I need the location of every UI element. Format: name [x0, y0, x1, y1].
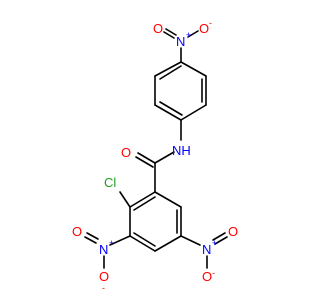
amide-group: O NH — [121, 143, 191, 160]
chloro-group: Cl — [104, 175, 116, 190]
oxygen-atom-label: O — [228, 224, 238, 239]
bond — [214, 236, 228, 245]
oxygen-atom-label: O — [153, 21, 163, 36]
nitrogen-atom-label: N — [99, 242, 108, 257]
bond — [154, 235, 182, 252]
bond — [154, 104, 182, 121]
oxygen-atom-label: O — [199, 21, 209, 36]
oxygen-atom-label: O — [202, 269, 212, 284]
bond — [163, 31, 175, 39]
bond — [159, 101, 183, 116]
bond-lines — [84, 28, 228, 269]
negative-charge-label: - — [209, 18, 212, 28]
bond — [159, 65, 182, 80]
amide-nh-label: NH — [172, 143, 191, 158]
chlorine-atom-label: Cl — [104, 175, 116, 190]
bond — [187, 30, 199, 38]
bond — [86, 232, 99, 240]
bond — [109, 235, 131, 246]
molecule-structure-diagram: O N + O - O NH Cl O N + O - N + O O - — [72, 18, 238, 293]
bond — [165, 28, 177, 36]
carbonyl-oxygen-label: O — [121, 145, 131, 160]
bond — [84, 236, 97, 244]
bond — [180, 61, 207, 77]
top-nitro-group: O N + O - — [153, 18, 212, 49]
negative-charge-label: - — [102, 283, 105, 293]
left-nitro-group: O N + O - — [72, 224, 114, 293]
bond — [119, 191, 131, 208]
positive-charge-label: + — [212, 238, 217, 248]
bond — [129, 191, 156, 208]
nitrogen-atom-label: N — [202, 242, 211, 257]
bond — [135, 156, 154, 168]
bond — [133, 196, 156, 211]
oxygen-atom-label: O — [72, 224, 82, 239]
oxygen-atom-label: O — [99, 269, 109, 284]
bond — [180, 104, 207, 121]
bond — [212, 232, 226, 241]
nitrogen-atom-label: N — [176, 34, 185, 49]
bond — [154, 151, 175, 164]
bond — [180, 235, 201, 246]
bond — [154, 61, 182, 77]
bond — [129, 235, 156, 252]
bond — [154, 191, 182, 208]
positive-charge-label: + — [109, 238, 114, 248]
negative-charge-label: - — [212, 268, 215, 278]
bond — [133, 232, 156, 247]
right-nitro-group: N + O O - — [202, 224, 238, 284]
bond — [137, 152, 156, 164]
positive-charge-label: + — [186, 30, 191, 40]
